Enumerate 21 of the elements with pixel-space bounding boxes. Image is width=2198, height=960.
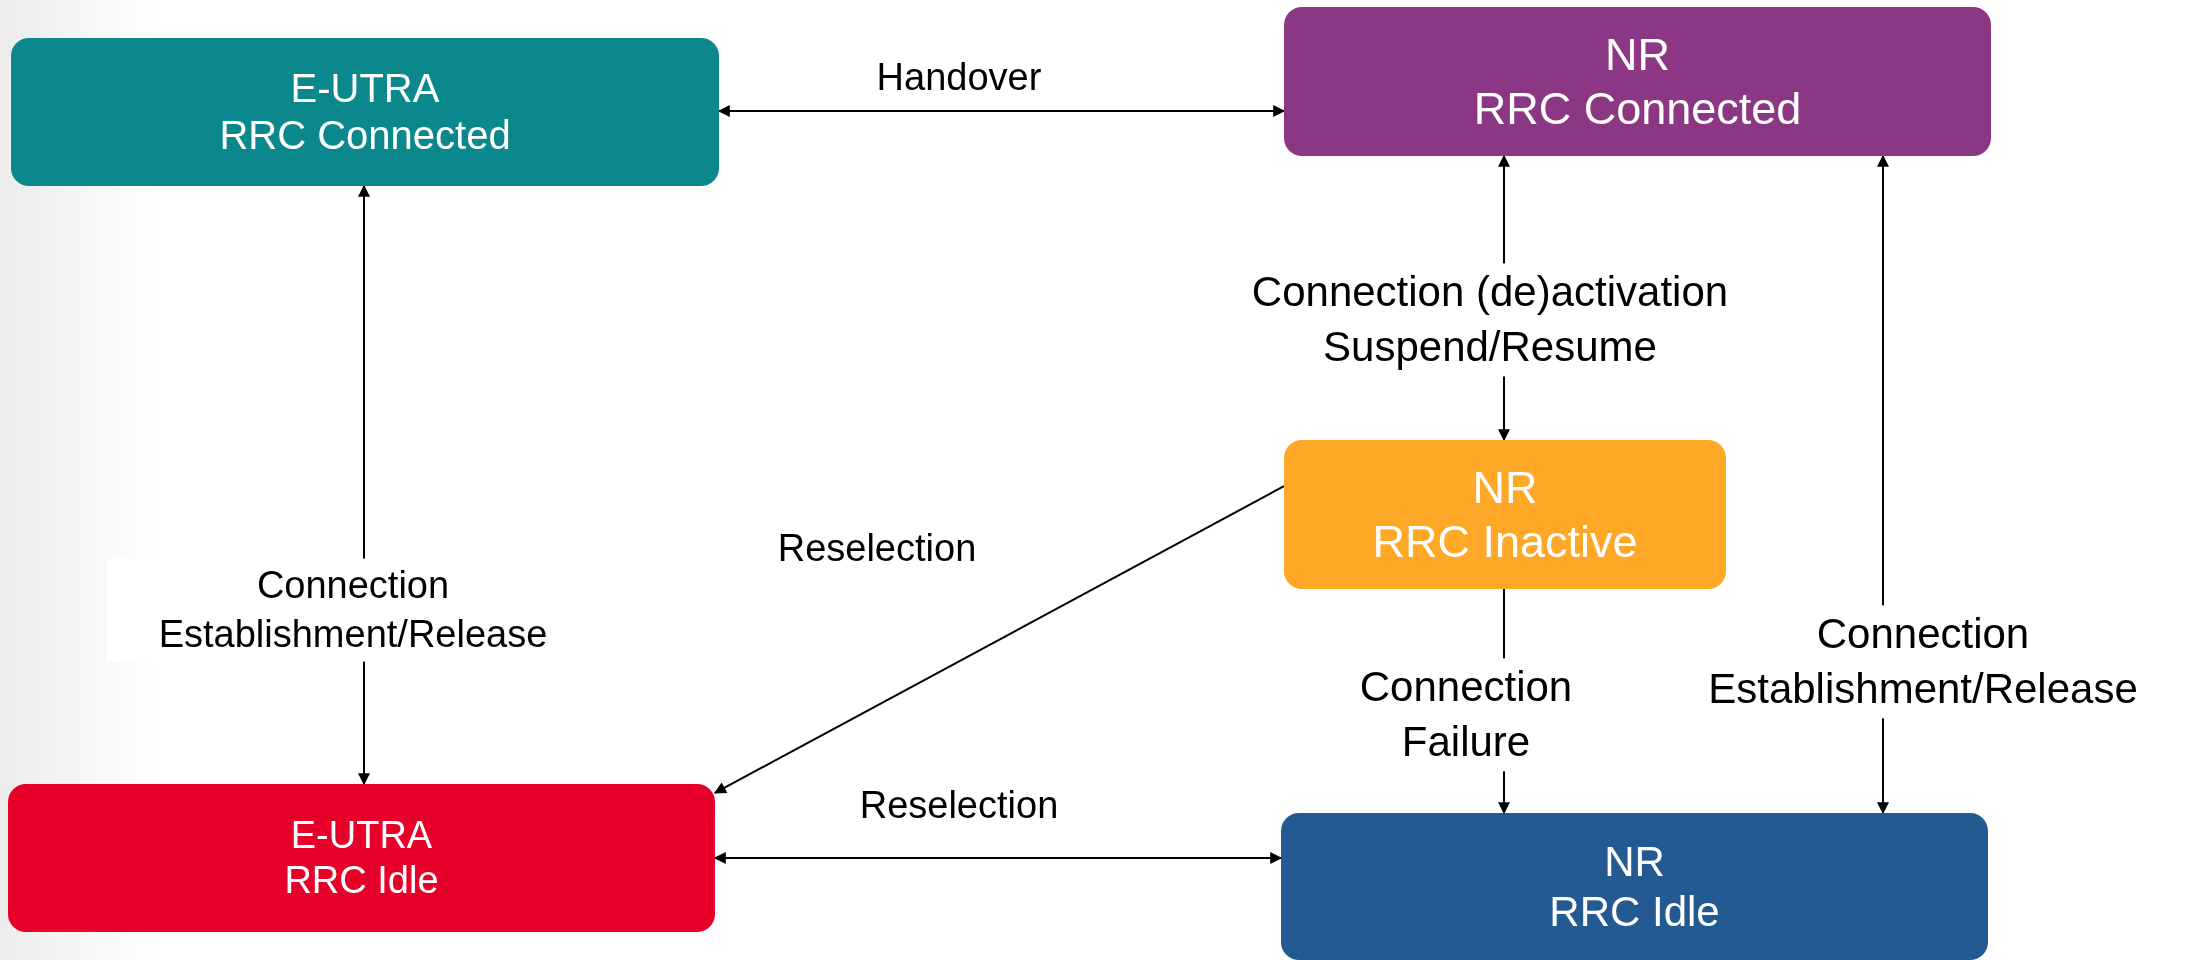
state-box [8, 784, 715, 932]
state-box [1284, 7, 1991, 156]
state-label: NR [1605, 28, 1670, 82]
arrow [717, 105, 1286, 117]
state-label: E-UTRA [290, 64, 440, 112]
edge-label: Reselection [776, 526, 978, 572]
state-label: RRC Inactive [1372, 514, 1638, 568]
arrow [713, 852, 1283, 864]
state-label: RRC Idle [1549, 886, 1720, 937]
state-label: RRC Idle [284, 858, 439, 903]
state-box [1284, 440, 1726, 589]
state-label: RRC Connected [219, 112, 511, 159]
state-label: RRC Connected [1473, 81, 1802, 135]
state-box [11, 38, 719, 186]
edge-label: Handover [875, 55, 1043, 101]
state-label: NR [1472, 461, 1538, 515]
state-box [1281, 813, 1988, 960]
state-label: E-UTRA [290, 813, 433, 858]
arrow [713, 485, 1285, 794]
edge-label: Reselection [858, 783, 1060, 829]
state-label: NR [1604, 836, 1665, 887]
